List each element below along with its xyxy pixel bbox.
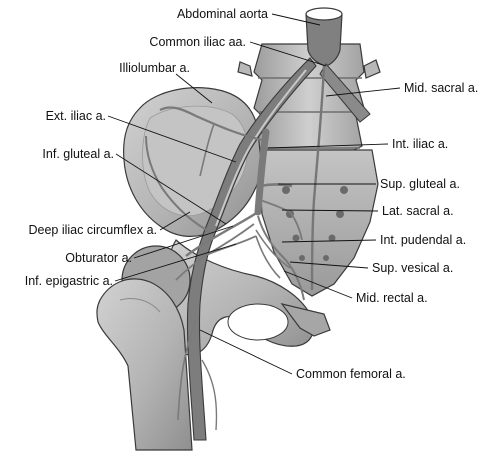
leader-lines xyxy=(107,13,401,375)
label-mid-rectal: Mid. rectal a. xyxy=(356,291,428,305)
label-int-pudendal: Int. pudendal a. xyxy=(380,233,466,247)
label-obturator: Obturator a. xyxy=(65,251,132,265)
femur xyxy=(96,245,193,451)
label-int-iliac: Int. iliac a. xyxy=(392,137,448,151)
arteries xyxy=(145,7,371,441)
label-abdominal-aorta: Abdominal aorta xyxy=(177,7,268,21)
label-common-femoral: Common femoral a. xyxy=(296,367,406,381)
labels: Abdominal aorta Common iliac aa. Illiolu… xyxy=(25,7,479,381)
label-sup-vesical: Sup. vesical a. xyxy=(372,261,453,275)
label-lat-sacral: Lat. sacral a. xyxy=(382,204,454,218)
right-common-iliac-vessel xyxy=(319,63,371,123)
label-ext-iliac: Ext. iliac a. xyxy=(46,109,106,123)
label-inf-epigastric: Inf. epigastric a. xyxy=(25,274,113,288)
label-sup-gluteal: Sup. gluteal a. xyxy=(380,177,460,191)
label-mid-sacral: Mid. sacral a. xyxy=(404,81,478,95)
label-deep-iliac-circumflex: Deep iliac circumflex a. xyxy=(28,223,157,237)
mid-sacral-vessel xyxy=(310,65,326,291)
label-illiolumbar: Illiolumbar a. xyxy=(119,61,190,75)
lat-sacral-vessel xyxy=(259,199,303,241)
label-inf-gluteal: Inf. gluteal a. xyxy=(42,147,114,161)
bones xyxy=(96,43,381,451)
label-common-iliac: Common iliac aa. xyxy=(149,35,246,49)
illiolumbar-vessel xyxy=(159,106,263,142)
inf-gluteal-vessel xyxy=(185,211,259,257)
int-iliac-vessel xyxy=(254,128,270,216)
int-pudendal-vessel xyxy=(257,215,305,301)
deep-iliac-circumflex-vessel xyxy=(145,135,215,235)
mid-rectal-vessel xyxy=(255,235,281,279)
sup-gluteal-vessel xyxy=(259,183,293,188)
sup-vesical-vessel xyxy=(255,229,291,269)
